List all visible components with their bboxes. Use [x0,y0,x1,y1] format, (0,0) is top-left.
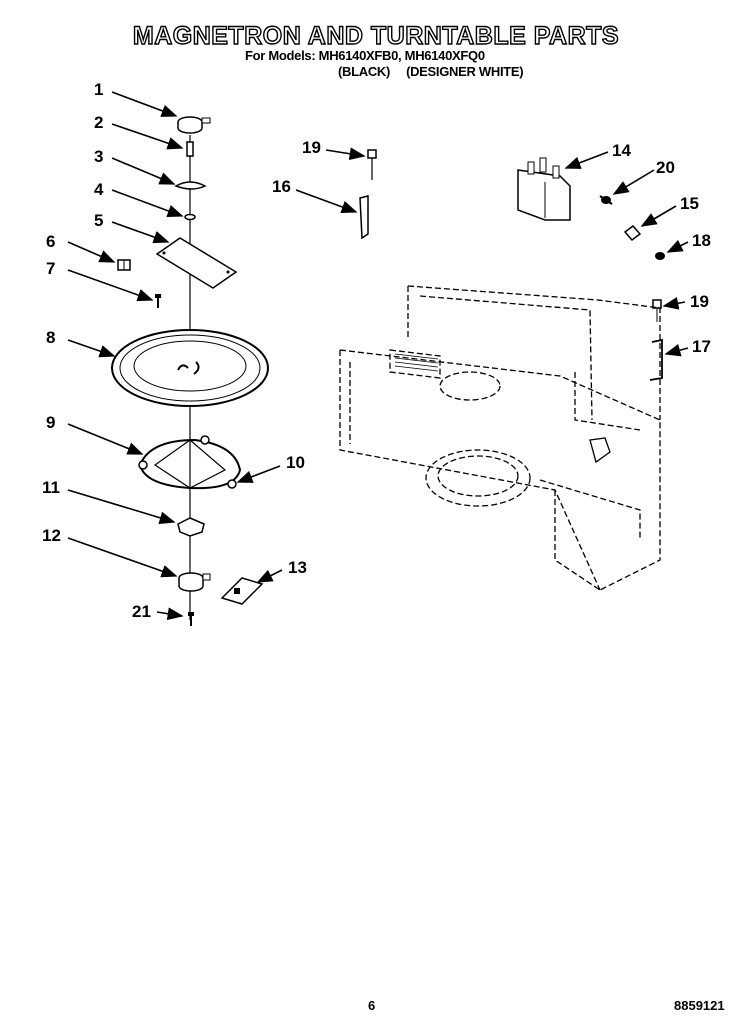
part-18-screw [655,252,665,260]
part-4-washer [184,213,196,221]
part-17-bracket [649,338,663,381]
color-black-label: (BLACK) [338,64,391,79]
part-6-clip [117,259,131,271]
callout-9: 9 [46,413,56,432]
part-19-screw-right [652,299,662,322]
callout-18: 18 [692,231,711,250]
page-number: 6 [368,998,376,1013]
part-11-turntable-coupler [177,517,205,537]
part-2-coupler [186,141,194,157]
part-1-stirrer-motor [177,116,211,134]
callout-15: 15 [680,194,699,213]
model-numbers: For Models: MH6140XFB0, MH6140XFQ0 [245,48,485,63]
callout-17: 17 [692,337,711,356]
callout-3: 3 [94,147,104,166]
part-19-screw-upper [367,149,377,180]
callout-11: 11 [42,478,60,497]
page-title: MAGNETRON AND TURNTABLE PARTS [132,21,620,50]
part-10-roller [227,479,237,489]
part-5-cover-plate [155,237,238,289]
callout-7: 7 [46,259,56,278]
callout-12: 12 [42,526,61,545]
oven-cavity-outline [339,285,661,591]
magnetron-mount [589,437,611,464]
callout-20: 20 [656,158,675,177]
part-15-bracket [623,224,642,242]
callout-19-right: 19 [690,292,709,311]
callout-5: 5 [94,211,104,230]
part-7-screw [155,294,161,308]
waveguide-grille [394,353,439,372]
part-14-hv-capacitor [517,157,571,221]
callout-21: 21 [132,602,151,621]
part-13-connector [220,577,264,605]
part-21-screw [188,612,194,626]
callout-16: 16 [272,177,291,196]
document-number: 8859121 [674,998,725,1013]
callout-1: 1 [94,80,104,99]
callout-6: 6 [46,232,56,251]
part-16-bracket [359,195,369,240]
part-9-roller-ring [138,435,242,490]
callout-13: 13 [288,558,307,577]
leader-arrows [67,91,689,621]
part-20-screw [599,195,613,205]
callout-10: 10 [286,453,305,472]
callout-14: 14 [612,141,631,160]
callout-19-upper: 19 [302,138,321,157]
callout-2: 2 [94,113,104,132]
callout-8: 8 [46,328,56,347]
model-colors: (BLACK) (DESIGNER WHITE) [338,64,539,79]
part-3-stirrer-blade [174,181,207,190]
callout-4: 4 [94,180,104,199]
part-8-glass-tray [111,329,269,407]
part-12-turntable-motor [178,572,211,592]
color-white-label: (DESIGNER WHITE) [406,64,524,79]
